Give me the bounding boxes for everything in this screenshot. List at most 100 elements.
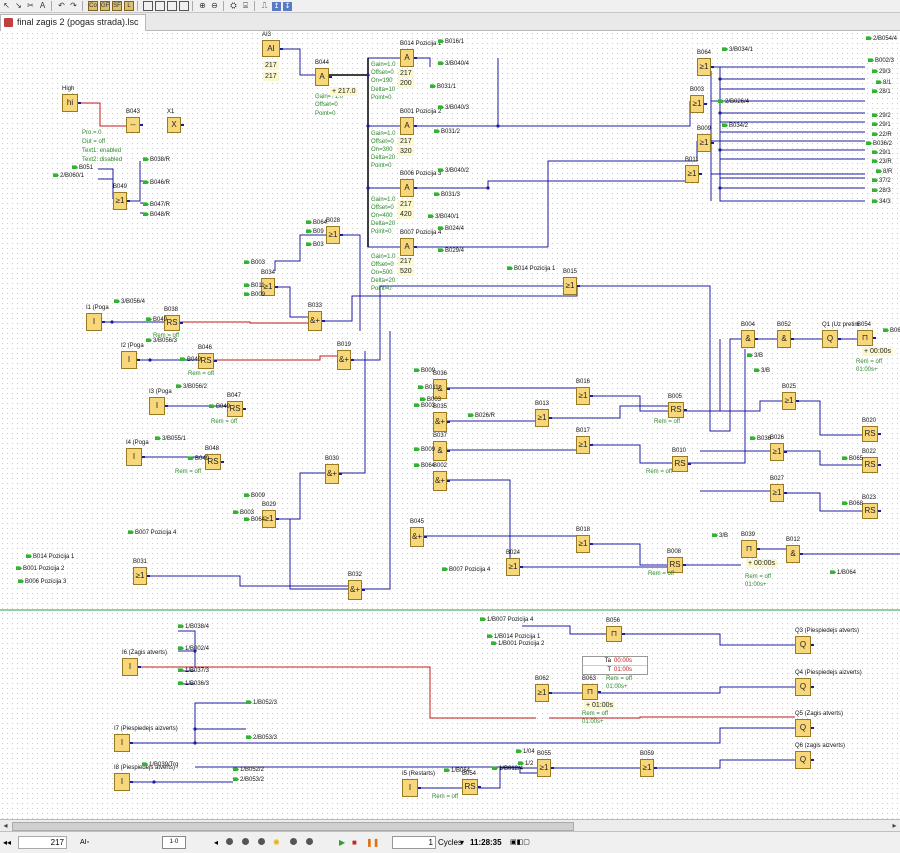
block-i5[interactable]: I xyxy=(402,779,418,797)
output-pin[interactable] xyxy=(418,787,421,789)
cut-icon[interactable]: ✂ xyxy=(27,1,34,10)
block-b025[interactable]: ≥1 xyxy=(782,392,796,410)
output-pin[interactable] xyxy=(447,421,450,423)
undo-icon[interactable]: ↶ xyxy=(58,1,65,10)
output-pin[interactable] xyxy=(130,781,133,783)
block-b024[interactable]: ≥1 xyxy=(506,558,520,576)
connector-label[interactable]: B048/R xyxy=(143,212,170,219)
connector-label[interactable]: B014 Pozicija 1 xyxy=(26,554,74,561)
connector-label[interactable]: 3/B056/2 xyxy=(176,384,207,391)
connector-label[interactable]: B09 xyxy=(306,229,324,236)
block-b034[interactable]: ≥1 xyxy=(261,278,275,296)
block-b018[interactable]: ≥1 xyxy=(576,535,590,553)
connector-label[interactable]: B029/4 xyxy=(438,248,464,255)
connector-label[interactable]: 3/B056/3 xyxy=(146,338,177,345)
connector-label[interactable]: B024/4 xyxy=(438,226,464,233)
block-b012[interactable]: & xyxy=(786,545,800,563)
status-left-arrow-icon[interactable]: ◂◂ xyxy=(3,838,12,847)
connector-label[interactable]: 22/R xyxy=(872,132,892,139)
output-pin[interactable] xyxy=(590,395,593,397)
connector-label[interactable]: B011 xyxy=(418,385,439,392)
output-pin[interactable] xyxy=(699,173,702,175)
connector-label[interactable]: B031/1 xyxy=(430,84,456,91)
output-pin[interactable] xyxy=(275,286,278,288)
connector-label[interactable]: B003 xyxy=(233,510,254,517)
pulse-icon[interactable]: ⎍ xyxy=(261,1,268,10)
block-b031[interactable]: ≥1 xyxy=(133,567,147,585)
block-b026[interactable]: ≥1 xyxy=(770,443,784,461)
block-i4[interactable]: I xyxy=(126,448,142,466)
output-pin[interactable] xyxy=(127,200,130,202)
output-pin[interactable] xyxy=(280,47,283,50)
play-button[interactable]: ▶ xyxy=(339,838,346,847)
block-b064[interactable]: ≥1 xyxy=(697,58,711,76)
connector-label[interactable]: B036/2 xyxy=(866,141,892,148)
output-pin[interactable] xyxy=(322,320,325,322)
output-pin[interactable] xyxy=(102,321,105,323)
connector-label[interactable]: B051 xyxy=(72,165,93,172)
block-b048[interactable]: RS xyxy=(205,454,221,470)
output-pin[interactable] xyxy=(704,103,707,105)
block-b059[interactable]: ≥1 xyxy=(640,759,654,777)
connector-label[interactable]: 2/B054/4 xyxy=(866,36,897,43)
output-pin[interactable] xyxy=(811,759,814,761)
block-b020[interactable]: RS xyxy=(862,426,878,442)
connector-label[interactable]: B064 xyxy=(414,463,435,470)
block-b056[interactable]: ⊓ xyxy=(606,626,622,642)
output-pin[interactable] xyxy=(622,633,625,635)
output-pin[interactable] xyxy=(414,187,417,189)
connector-label[interactable]: 3/B xyxy=(712,533,728,540)
sf-button[interactable]: SF xyxy=(112,1,122,11)
block-hi[interactable]: hi xyxy=(62,94,78,112)
connector-label[interactable]: B064 xyxy=(244,517,265,524)
connect-icon[interactable]: ↘ xyxy=(15,1,22,10)
block-i8[interactable]: I xyxy=(114,773,130,791)
connector-label[interactable]: B031/2 xyxy=(434,129,460,136)
output-pin[interactable] xyxy=(878,433,881,435)
output-pin[interactable] xyxy=(757,548,760,550)
connector-label[interactable]: B049 xyxy=(180,357,201,364)
zoom-in-icon[interactable]: ⊕ xyxy=(199,1,206,10)
block-b035[interactable]: &+ xyxy=(433,412,447,432)
output-pin[interactable] xyxy=(340,234,343,236)
output-pin[interactable] xyxy=(590,543,593,545)
connector-label[interactable]: 1/B052/2 xyxy=(233,767,264,774)
block-b011[interactable]: ≥1 xyxy=(685,165,699,183)
block-b047[interactable]: RS xyxy=(227,401,243,417)
block-b027[interactable]: ≥1 xyxy=(770,484,784,502)
connector-label[interactable]: B007 Pozicija 4 xyxy=(442,567,490,574)
align-up-icon[interactable]: ↥ xyxy=(272,1,281,11)
output-pin[interactable] xyxy=(362,589,365,591)
connector-label[interactable]: 2/B053/2 xyxy=(233,777,264,784)
block-b028[interactable]: ≥1 xyxy=(326,226,340,244)
scroll-left-icon[interactable]: ◂ xyxy=(3,821,8,830)
block-b006[interactable]: A xyxy=(400,179,414,197)
connector-label[interactable]: B003 xyxy=(414,403,435,410)
connector-label[interactable]: 1/B036/3 xyxy=(178,681,209,688)
block-b016[interactable]: ≥1 xyxy=(576,387,590,405)
connector-label[interactable]: 28/3 xyxy=(872,188,891,195)
connector-label[interactable]: 29/1 xyxy=(872,150,891,157)
output-pin[interactable] xyxy=(791,338,794,340)
connector-label[interactable]: 37/2 xyxy=(872,178,891,185)
connector-label[interactable]: 3/B040/2 xyxy=(438,168,469,175)
simulation-icon[interactable]: ⛭ xyxy=(230,1,237,10)
output-pin[interactable] xyxy=(873,337,876,339)
pause-button[interactable]: ❚❚ xyxy=(366,838,380,847)
block-b009[interactable]: ≥1 xyxy=(697,134,711,152)
stop-button[interactable]: ■ xyxy=(352,838,357,847)
cycles-input[interactable]: 1 xyxy=(392,836,436,849)
connector-label[interactable]: B049 xyxy=(188,456,209,463)
block-b054[interactable]: ⊓ xyxy=(857,330,873,346)
output-pin[interactable] xyxy=(414,246,417,248)
output-pin[interactable] xyxy=(78,102,81,104)
connector-label[interactable]: 2/B060/1 xyxy=(53,173,84,180)
output-pin[interactable] xyxy=(142,456,145,458)
block-ai3[interactable]: AI xyxy=(262,40,280,57)
connector-label[interactable]: 28/1 xyxy=(872,89,891,96)
connector-label[interactable]: 3/B056/4 xyxy=(114,299,145,306)
block-b054b[interactable]: RS xyxy=(462,779,478,795)
block-b032[interactable]: &+ xyxy=(348,580,362,600)
output-pin[interactable] xyxy=(598,691,601,693)
connector-label[interactable]: 1/04 xyxy=(516,749,535,756)
